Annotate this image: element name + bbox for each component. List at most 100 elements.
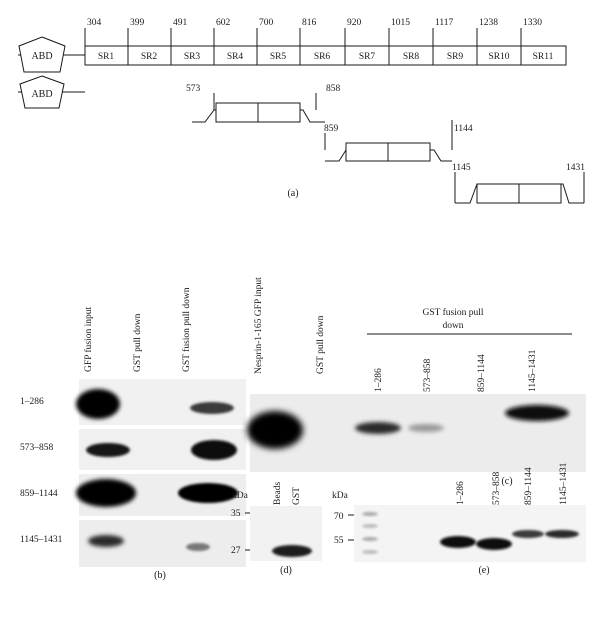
construct-backbone (192, 109, 325, 123)
band (512, 530, 544, 538)
construct-repeat-box (257, 102, 301, 123)
ladder-band (362, 512, 378, 516)
band (76, 389, 120, 419)
abd-label-full: ABD (31, 51, 52, 62)
residue-number: 1015 (391, 18, 410, 28)
row-label: 1145–1431 (20, 535, 63, 545)
residue-number: 602 (216, 18, 231, 28)
blot-strip-1145-1431 (79, 520, 246, 567)
column-header: 859–1144 (524, 467, 534, 505)
column-header: 1145–1431 (528, 349, 538, 392)
construct-repeat-box (345, 142, 389, 162)
kda-unit: kDa (332, 491, 349, 501)
sr-label: SR4 (227, 52, 244, 62)
band (86, 443, 130, 457)
column-header: 1–286 (374, 368, 384, 392)
construct-1145-1431: 1145 1431 (452, 163, 585, 204)
band (76, 479, 136, 507)
kda-unit: kDa (232, 491, 249, 501)
band (408, 424, 444, 432)
residue-number: 1330 (523, 18, 542, 28)
residue-number: 399 (130, 18, 145, 28)
panel-c-nesprin-pull-down: Nesprin-1-165 GFP input GST pull down GS… (247, 277, 586, 487)
sr-label: SR9 (447, 52, 464, 62)
construct-start-label: 1145 (452, 163, 471, 173)
sr-label: SR6 (314, 52, 331, 62)
sr-label: SR8 (403, 52, 420, 62)
panel-d-caption: (d) (280, 565, 292, 576)
ladder-band (362, 537, 378, 541)
sr-label: SR10 (488, 52, 509, 62)
residue-number: 920 (347, 18, 362, 28)
column-header: 573–858 (423, 359, 433, 393)
construct-859-1144: 859 1144 (324, 120, 473, 162)
row-label: 859–1144 (20, 489, 58, 499)
sr-label: SR11 (533, 52, 554, 62)
panel-b-caption: (b) (154, 570, 166, 581)
column-header: 1145–1431 (559, 462, 569, 505)
sr-label: SR1 (98, 52, 115, 62)
residue-number: 491 (173, 18, 188, 28)
band (178, 483, 238, 503)
group-header-line2: down (442, 321, 463, 331)
construct-repeat-box (476, 183, 520, 204)
construct-end-label: 858 (326, 84, 341, 94)
band (272, 545, 312, 557)
sr-label: SR5 (270, 52, 287, 62)
band (545, 530, 579, 538)
residue-ticks: 304 399 491 602 700 816 920 1015 1117 12… (84, 18, 542, 46)
residue-number: 816 (302, 18, 317, 28)
column-header: Beads (273, 481, 283, 505)
blot-strip-573-858 (79, 429, 246, 470)
marker-label: 55 (334, 536, 344, 546)
construct-repeat-box (215, 102, 259, 123)
residue-number: 700 (259, 18, 274, 28)
abd-pentagon-construct (19, 75, 65, 109)
column-header: GFP fusion input (83, 307, 94, 372)
blot-strip-859-1144 (76, 474, 246, 516)
column-header: 1–286 (456, 481, 466, 505)
band (186, 543, 210, 551)
panel-a-domain-diagram: ABD SR1 SR2 SR3 SR4 SR5 SR6 SR7 SR8 SR9 … (18, 18, 585, 204)
column-header: GST (292, 487, 302, 505)
column-header: GST pull down (133, 313, 143, 372)
sr-label: SR3 (184, 52, 201, 62)
construct-repeat-box (518, 183, 562, 204)
construct-end-label: 1144 (454, 124, 473, 134)
row-label: 1–286 (20, 397, 44, 407)
marker-label: 70 (334, 512, 344, 522)
construct-end-label: 1431 (566, 163, 585, 173)
band (505, 405, 569, 421)
column-header: GST pull down (316, 315, 326, 374)
residue-number: 304 (87, 18, 102, 28)
abd-pentagon-full (18, 36, 66, 73)
construct-start-label: 859 (324, 124, 339, 134)
panel-c-caption: (c) (501, 476, 512, 487)
sr-label: SR2 (141, 52, 158, 62)
sr-label: SR7 (359, 52, 376, 62)
row-label: 573–858 (20, 443, 54, 453)
panel-e-fusion-gel: kDa 1–286 573–858 859–1144 1145–1431 70 … (332, 462, 586, 576)
construct-573-858: 573 858 (186, 84, 341, 123)
column-header: 859–1144 (477, 354, 487, 392)
marker-label: 27 (231, 546, 241, 556)
sr-box (520, 45, 567, 66)
abd-label-construct: ABD (31, 89, 52, 100)
column-header: GST fusion pull down (181, 287, 192, 372)
panel-b-pull-down-blots: GFP fusion input GST pull down GST fusio… (20, 287, 246, 581)
construct-repeat-box (387, 142, 431, 162)
band (190, 402, 234, 414)
group-header: GST fusion pull (422, 307, 483, 318)
band (355, 422, 401, 434)
construct-start-label: 573 (186, 84, 201, 94)
panel-e-caption: (e) (478, 565, 489, 576)
ladder-band (362, 550, 378, 554)
blot-strip-1-286 (76, 379, 246, 425)
panel-a-caption: (a) (287, 188, 298, 199)
construct-backbone (325, 149, 452, 162)
band (88, 535, 124, 547)
spectrin-repeats: SR1 SR2 SR3 SR4 SR5 SR6 SR7 SR8 SR9 SR10… (84, 45, 567, 66)
band (476, 538, 512, 550)
column-header: 573–858 (492, 472, 502, 506)
